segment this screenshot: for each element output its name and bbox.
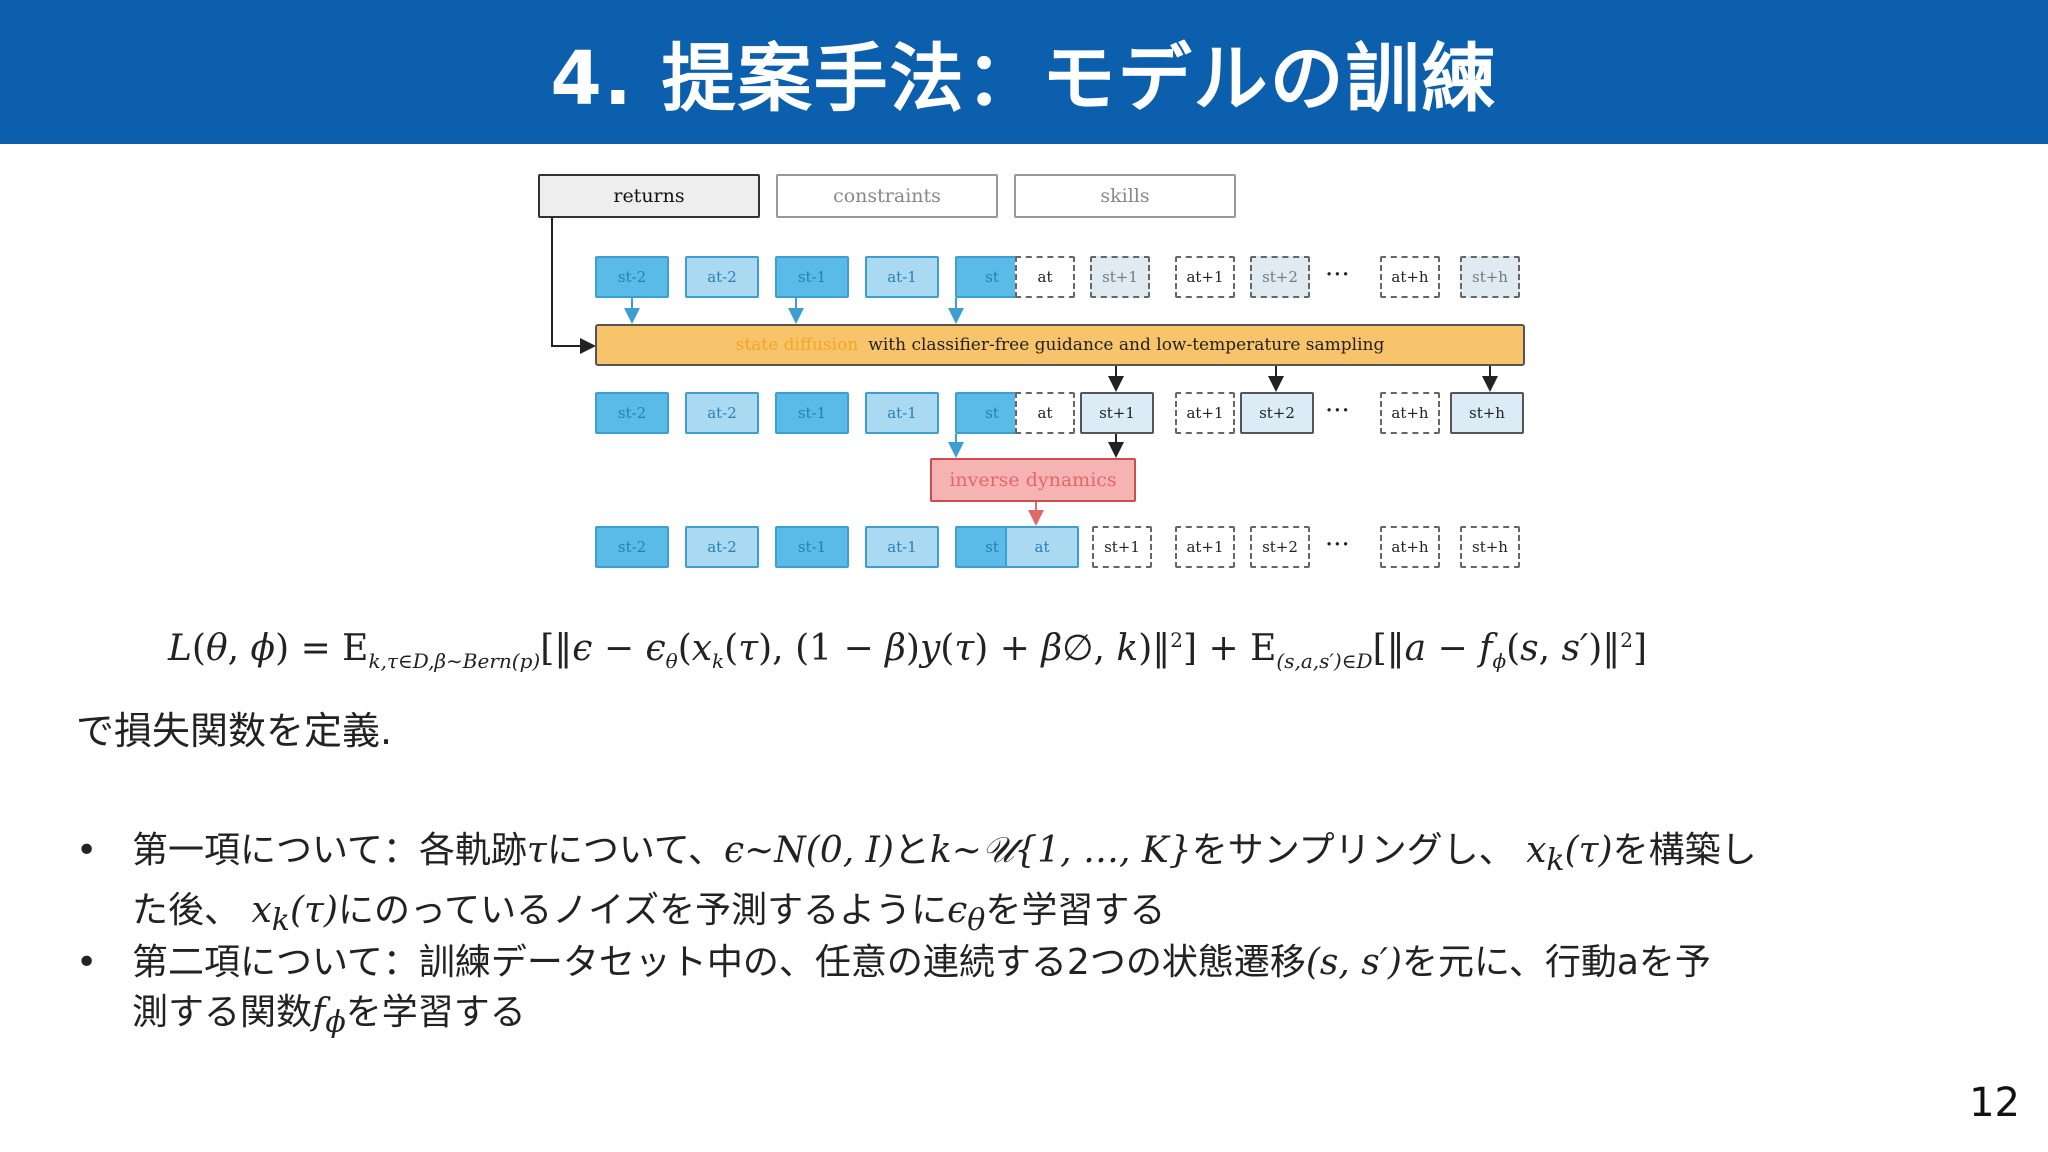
- method-diagram: returns constraints skills st-2 at-2 st-1 a…: [520, 160, 1530, 580]
- known-token: at-2: [685, 526, 759, 568]
- masked-token: st+2: [1250, 526, 1310, 568]
- masked-token: at+1: [1175, 392, 1235, 434]
- diagram-arrows: [551, 218, 1498, 526]
- state-diffusion-block: state diffusion with classifier-free gui…: [595, 324, 1525, 366]
- diffusion-description: with classifier-free guidance and low-te…: [868, 335, 1385, 355]
- known-token: at-2: [685, 392, 759, 434]
- returns-arrow: [551, 218, 596, 354]
- bullet-marker: •: [76, 942, 98, 983]
- masked-token: at+h: [1380, 256, 1440, 298]
- ellipsis: ···: [1325, 530, 1350, 560]
- masked-token: at: [1015, 256, 1075, 298]
- condition-skills: skills: [1014, 174, 1236, 218]
- masked-token: st+1: [1090, 256, 1150, 298]
- known-token: at-1: [865, 526, 939, 568]
- bullet-text: 第一項について：各軌跡τについて、ϵ∼N(0, I)とk∼𝒰{1, …, K}を…: [132, 830, 1757, 939]
- masked-token: at+1: [1175, 256, 1235, 298]
- loss-formula: L(θ, ϕ) = Ek,τ∈D,β∼Bern(p)[‖ϵ − ϵθ(xk(τ)…: [168, 628, 1648, 674]
- bullet-text: 第二項について：訓練データセット中の、任意の連続する2つの状態遷移(s, s′)…: [132, 942, 1711, 1041]
- known-token: st-1: [775, 526, 849, 568]
- condition-label: constraints: [833, 185, 941, 207]
- condition-label: skills: [1100, 185, 1150, 207]
- predicted-action: at: [1005, 526, 1079, 568]
- slide-title: 4. 提案手法：モデルの訓練: [550, 35, 1498, 122]
- inverse-dynamics-block: inverse dynamics: [930, 458, 1136, 502]
- ellipsis: ···: [1325, 396, 1350, 426]
- page-number: 12: [1969, 1080, 2020, 1126]
- masked-token: at+h: [1380, 392, 1440, 434]
- state-diffusion-label: state diffusion: [735, 335, 859, 355]
- known-token: at-2: [685, 256, 759, 298]
- known-token: st-2: [595, 392, 669, 434]
- slide-header: 4. 提案手法：モデルの訓練: [0, 0, 2048, 144]
- formula-caption: で損失関数を定義.: [76, 709, 393, 753]
- predicted-state: st+2: [1240, 392, 1314, 434]
- ellipsis: ···: [1325, 260, 1350, 290]
- masked-token: st+2: [1250, 256, 1310, 298]
- known-token: st-2: [595, 256, 669, 298]
- condition-label: returns: [613, 185, 685, 207]
- masked-token: st+1: [1092, 526, 1152, 568]
- masked-token: at: [1015, 392, 1075, 434]
- known-token: st-2: [595, 526, 669, 568]
- predicted-state: st+h: [1450, 392, 1524, 434]
- inverse-dynamics-label: inverse dynamics: [949, 469, 1117, 491]
- masked-token: at+h: [1380, 526, 1440, 568]
- bullet-marker: •: [76, 830, 98, 871]
- known-token: at-1: [865, 256, 939, 298]
- condition-returns: returns: [538, 174, 760, 218]
- masked-token: st+h: [1460, 256, 1520, 298]
- masked-token: at+1: [1175, 526, 1235, 568]
- condition-constraints: constraints: [776, 174, 998, 218]
- predicted-state: st+1: [1080, 392, 1154, 434]
- known-token: st-1: [775, 392, 849, 434]
- known-token: at-1: [865, 392, 939, 434]
- masked-token: st+h: [1460, 526, 1520, 568]
- known-token: st-1: [775, 256, 849, 298]
